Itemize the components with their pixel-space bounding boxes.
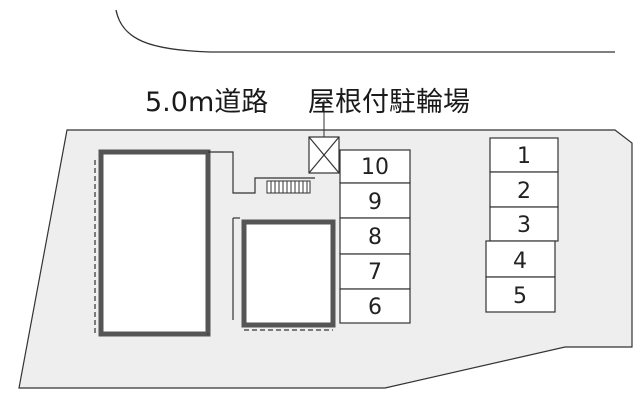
parking-slot — [485, 240, 556, 278]
parking-slot — [339, 288, 411, 324]
parking-number: 1 — [517, 144, 531, 169]
parking-number: 8 — [368, 225, 382, 250]
bicycle-shed-label: 屋根付駐輪場 — [308, 87, 470, 118]
parking-number: 7 — [368, 260, 382, 285]
parking-number: 2 — [517, 179, 531, 204]
parking-column-left: 10 9 8 7 6 — [339, 149, 411, 324]
parking-slot — [489, 171, 559, 208]
parking-slot — [339, 149, 411, 184]
building-a — [94, 149, 315, 337]
road-curve — [115, 9, 615, 53]
parking-slot — [339, 182, 411, 219]
parking-number: 10 — [361, 155, 389, 180]
parking-number: 5 — [513, 284, 527, 309]
parking-slot — [489, 206, 559, 242]
parking-slot — [485, 276, 556, 313]
road-label: 5.0m道路 — [145, 87, 269, 118]
parking-number: 9 — [368, 190, 382, 215]
parking-number: 4 — [513, 249, 527, 274]
bicycle-shed-marker — [308, 100, 340, 174]
stairs-icon — [266, 180, 311, 194]
parking-column-right: 1 2 3 4 5 — [485, 137, 559, 313]
parking-slot — [339, 217, 411, 255]
parking-number: 6 — [368, 295, 382, 320]
parking-number: 3 — [517, 213, 531, 238]
building-b — [232, 217, 336, 331]
